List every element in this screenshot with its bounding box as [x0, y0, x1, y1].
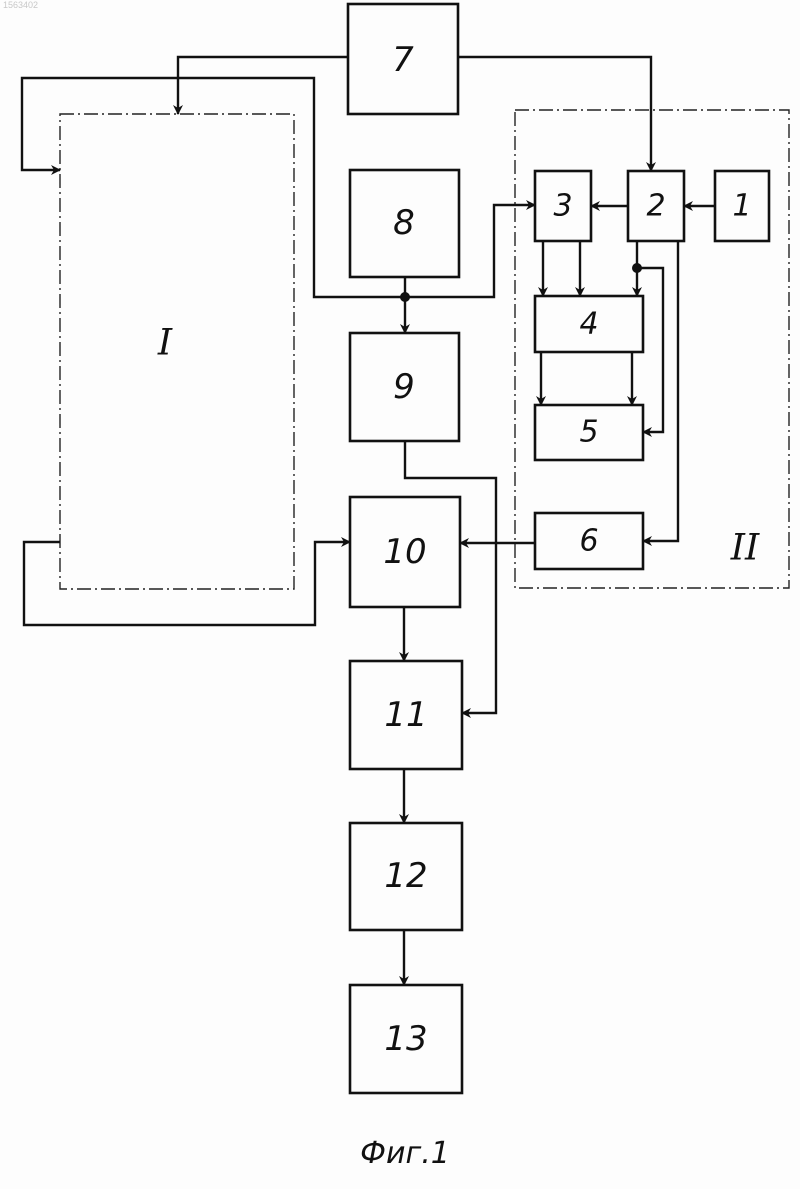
- block-3-label: 3: [553, 189, 572, 224]
- link-2-to-5: [637, 268, 663, 432]
- block-5-label: 5: [579, 415, 598, 450]
- block-12-label: 12: [384, 856, 427, 896]
- link-2-to-6: [643, 241, 678, 541]
- group-I-label: I: [157, 323, 173, 364]
- link-7-to-2: [458, 57, 651, 171]
- junction-node-8: [400, 292, 410, 302]
- group-II-outline: [515, 110, 789, 588]
- block-11-label: 11: [384, 695, 427, 735]
- group-I-outline: [60, 114, 294, 589]
- block-10-label: 10: [383, 532, 426, 572]
- figure-caption: Фиг.1: [360, 1136, 450, 1171]
- block-9-label: 9: [393, 367, 415, 407]
- block-8-label: 8: [393, 203, 415, 243]
- link-I-to-10: [24, 542, 350, 625]
- block-4-label: 4: [579, 307, 598, 342]
- block-2-label: 2: [646, 189, 665, 224]
- group-II-label: II: [730, 528, 760, 569]
- block-13-label: 13: [384, 1019, 427, 1059]
- block-6-label: 6: [579, 524, 598, 559]
- link-7-to-I: [178, 57, 348, 114]
- block-7-label: 7: [392, 40, 414, 80]
- link-9-to-11: [405, 441, 496, 713]
- block-1-label: 1: [732, 189, 751, 224]
